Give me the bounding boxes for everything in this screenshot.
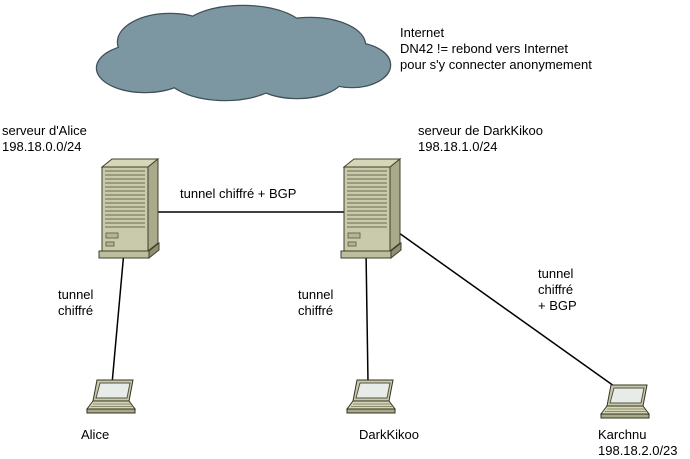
alice-node-label: Alice	[81, 427, 110, 442]
karchnu-node-label: Karchnu 198.18.2.0/23	[598, 427, 678, 458]
darkkikoo-server-label: serveur de DarkKikoo 198.18.1.0/24	[418, 123, 543, 154]
darkkikoo-laptop-icon	[346, 379, 396, 414]
alice-server-label: serveur d'Alice 198.18.0.0/24	[2, 123, 87, 154]
alice-laptop-icon	[86, 379, 136, 414]
link-alice-tunnel	[111, 250, 125, 385]
connection-lines	[111, 211, 622, 392]
link-karchnu-tunnel	[391, 227, 622, 392]
internet-note: Internet DN42 != rebond vers Internet po…	[400, 25, 592, 72]
karchnu-laptop-icon	[600, 384, 650, 419]
link-darkkikoo-tunnel	[365, 250, 369, 383]
darkkikoo-server-icon	[340, 158, 402, 259]
alice-server-icon	[98, 158, 160, 259]
server-to-server-link-label: tunnel chiffré + BGP	[180, 186, 297, 201]
karchnu-tunnel-label: tunnel chiffré + BGP	[538, 266, 577, 313]
darkkikoo-node-label: DarkKikoo	[359, 427, 419, 442]
alice-tunnel-label: tunnel chiffré	[58, 287, 94, 318]
darkkikoo-tunnel-label: tunnel chiffré	[298, 287, 334, 318]
internet-cloud-icon	[95, 4, 392, 102]
